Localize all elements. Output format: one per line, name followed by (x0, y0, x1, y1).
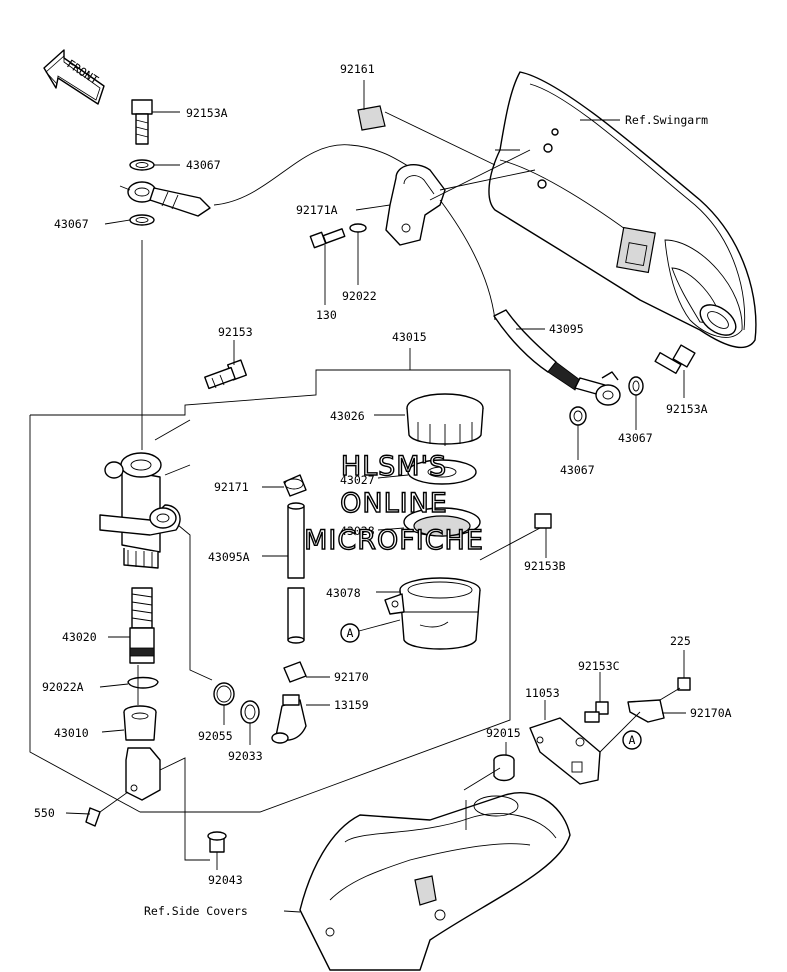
washer-43067-upper (129, 159, 155, 171)
clamp-92171A (385, 149, 536, 246)
marker-a-left (340, 623, 360, 643)
hose-fitting-13159 (271, 694, 307, 744)
callout-43067-d: 43067 (560, 463, 595, 477)
callout-92171: 92171 (214, 480, 249, 494)
callout-92153A-right: 92153A (666, 402, 708, 416)
washer-43067-lower-right (569, 406, 587, 426)
piston-43020 (129, 587, 155, 664)
callout-92033: 92033 (228, 749, 263, 763)
callout-43027: 43027 (340, 473, 375, 487)
bolt-92153 (204, 359, 248, 390)
o-ring-92033 (240, 700, 260, 724)
callout-92153A-top: 92153A (186, 106, 228, 120)
washer-92022 (349, 223, 367, 233)
callout-43095A: 43095A (208, 550, 250, 564)
callout-43010: 43010 (54, 726, 89, 740)
callout-43026: 43026 (330, 409, 365, 423)
bracket-11053 (529, 717, 601, 785)
banjo-fitting-top (119, 181, 211, 217)
marker-a-left-label: A (347, 626, 354, 640)
callout-92153B: 92153B (524, 559, 566, 573)
clamp-92171 (283, 474, 307, 497)
marker-a-right (622, 730, 642, 750)
bolt-130 (309, 228, 346, 249)
watermark-line-1: HLSM'S (341, 451, 447, 482)
bolt-92153B (479, 513, 552, 561)
callout-43078: 43078 (326, 586, 361, 600)
callout-43095: 43095 (549, 322, 584, 336)
callout-92170: 92170 (334, 670, 369, 684)
bolt-92153A-top (131, 99, 153, 145)
callout-43020: 43020 (62, 630, 97, 644)
reservoir-43078 (384, 577, 481, 650)
callout-43028: 43028 (340, 524, 375, 538)
clamp-92170 (283, 661, 307, 683)
cotter-pin-550 (85, 807, 101, 827)
reservoir-cap-43026 (406, 393, 484, 446)
diaphragm-plate-43027 (407, 459, 477, 485)
callout-43015: 43015 (392, 330, 427, 344)
master-cylinder-body (99, 452, 181, 569)
callout-ref-swingarm: Ref.Swingarm (625, 113, 708, 127)
watermark-line-3: MICROFICHE (304, 525, 484, 556)
callout-43067-a: 43067 (186, 158, 221, 172)
swingarm-illustration (488, 71, 757, 349)
part-92161-pad (357, 105, 386, 131)
callout-92022A: 92022A (42, 680, 84, 694)
callout-92153C: 92153C (578, 659, 620, 673)
hose-43095A (287, 502, 305, 644)
leader-lines (65, 80, 686, 913)
callout-92171A: 92171A (296, 203, 338, 217)
callout-43067-b: 43067 (54, 217, 89, 231)
callout-92022: 92022 (342, 289, 377, 303)
hose-43095 (439, 199, 621, 406)
diaphragm-43028 (403, 507, 481, 537)
marker-a-right-label: A (629, 733, 636, 747)
callout-11053: 11053 (525, 686, 560, 700)
callout-130: 130 (316, 308, 337, 322)
bolt-92153A-right (654, 344, 696, 375)
callout-92015: 92015 (486, 726, 521, 740)
bolt-92153C (584, 701, 609, 723)
callout-92161: 92161 (340, 62, 375, 76)
washer-43067-upper-right (628, 376, 644, 396)
callout-92043: 92043 (208, 873, 243, 887)
callout-43067-c: 43067 (618, 431, 653, 445)
callout-92170A: 92170A (690, 706, 732, 720)
bracket-92170A (599, 699, 665, 753)
watermark-line-2: ONLINE (340, 488, 448, 519)
callout-92153: 92153 (218, 325, 253, 339)
assembly-43015-outline (30, 369, 511, 813)
watermark: HLSM'S ONLINE MICROFICHE (303, 450, 484, 556)
push-rod-43010 (123, 705, 161, 801)
callout-225: 225 (670, 634, 691, 648)
washer-43067-lower (129, 214, 155, 226)
callout-13159: 13159 (334, 698, 369, 712)
circlip-92022A (127, 676, 159, 689)
bolt-225 (659, 677, 691, 701)
callout-ref-side-covers: Ref.Side Covers (144, 904, 248, 918)
pin-92043 (207, 831, 227, 853)
callout-550: 550 (34, 806, 55, 820)
front-arrow-icon: FRONT (43, 49, 105, 105)
collar-92015 (463, 754, 515, 791)
callout-92055: 92055 (198, 729, 233, 743)
side-cover-illustration (299, 792, 571, 971)
